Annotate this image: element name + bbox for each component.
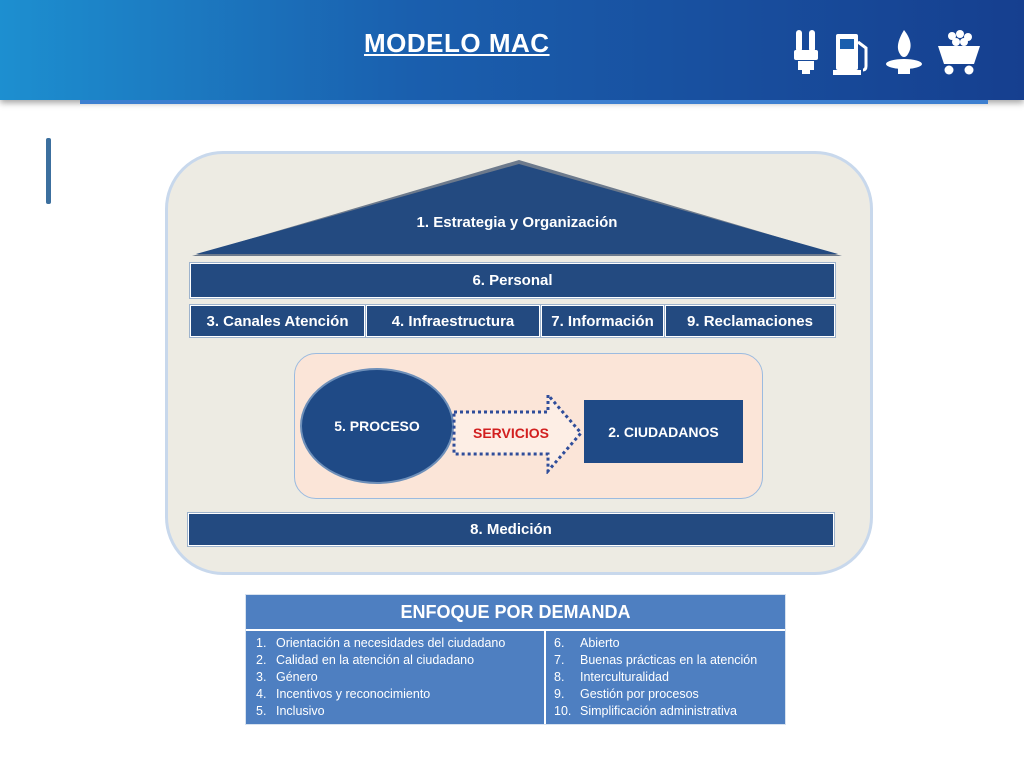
enfoque-table: ENFOQUE POR DEMANDA 1.Orientación a nece… xyxy=(245,594,786,725)
enfoque-list-right: 6.Abierto 7.Buenas prácticas en la atenc… xyxy=(554,635,757,720)
header-bar: MODELO MAC xyxy=(0,0,1024,100)
enfoque-list-left: 1.Orientación a necesidades del ciudadan… xyxy=(256,635,505,720)
medicion-band: 8. Medición xyxy=(188,513,834,546)
mining-cart-icon xyxy=(938,30,980,75)
servicios-label: SERVICIOS xyxy=(473,425,549,441)
list-item: 3.Género xyxy=(256,670,318,684)
list-item: 9.Gestión por procesos xyxy=(554,687,699,701)
pillar-canales: 3. Canales Atención xyxy=(190,305,365,337)
light-bulb-icon xyxy=(794,30,818,74)
header-underline xyxy=(80,100,988,104)
fuel-pump-icon xyxy=(833,34,868,75)
personal-band: 6. Personal xyxy=(190,263,835,298)
roof-label: 1. Estrategia y Organización xyxy=(416,214,618,231)
proceso-ellipse: 5. PROCESO xyxy=(300,368,454,484)
list-item: 7.Buenas prácticas en la atención xyxy=(554,653,758,667)
ciudadanos-box: 2. CIUDADANOS xyxy=(584,400,743,463)
enfoque-divider xyxy=(544,630,546,724)
gas-flame-icon xyxy=(886,30,922,74)
page-title: MODELO MAC xyxy=(364,28,550,58)
enfoque-title: ENFOQUE POR DEMANDA xyxy=(246,595,785,631)
pillar-reclamaciones: 9. Reclamaciones xyxy=(665,305,835,337)
list-item: 2.Calidad en la atención al ciudadano xyxy=(256,653,475,667)
list-item: 8.Interculturalidad xyxy=(554,670,669,684)
roof-triangle xyxy=(192,160,842,256)
pillar-informacion: 7. Información xyxy=(541,305,664,337)
list-item: 6.Abierto xyxy=(554,636,620,650)
list-item: 4.Incentivos y reconocimiento xyxy=(256,687,431,701)
list-item: 1.Orientación a necesidades del ciudadan… xyxy=(256,636,506,650)
accent-bar xyxy=(46,138,51,204)
list-item: 10.Simplificación administrativa xyxy=(554,704,738,718)
list-item: 5.Inclusivo xyxy=(256,704,325,718)
pillar-infraestructura: 4. Infraestructura xyxy=(366,305,540,337)
services-arrow xyxy=(452,392,583,474)
